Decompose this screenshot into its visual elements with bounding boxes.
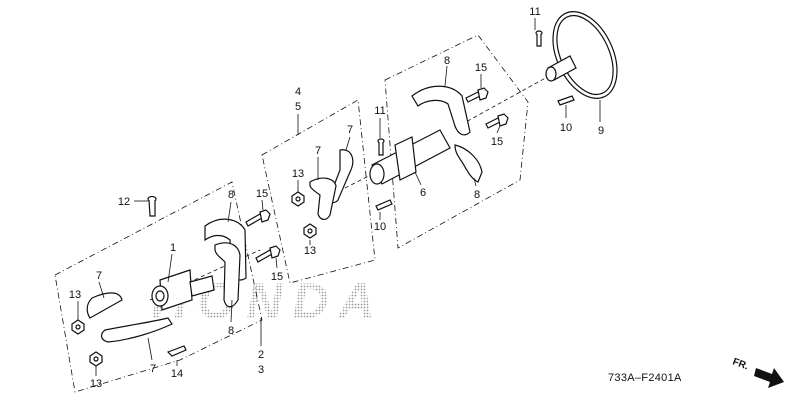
callout-3: 3 (258, 364, 264, 376)
callout-1: 1 (170, 242, 176, 254)
shaft-axis (149, 69, 561, 301)
pin-10-middle (375, 199, 393, 211)
callout-7-middle-upper: 7 (347, 124, 353, 136)
callout-2: 2 (258, 349, 264, 361)
callout-11-middle: 11 (374, 105, 385, 117)
middle-tine-box (261, 99, 376, 284)
pin-14 (166, 345, 187, 357)
callout-13-b: 13 (90, 378, 102, 390)
nut-13-a (71, 319, 85, 335)
callout-7-middle-lower: 7 (315, 145, 321, 157)
bolt-15-b (255, 245, 281, 263)
bolt-12 (147, 195, 157, 217)
tine-7-left-upper (86, 292, 123, 319)
nut-13-c (291, 191, 305, 207)
callout-5: 5 (295, 101, 301, 113)
bolt-15-c (465, 87, 489, 103)
callout-11-top: 11 (529, 6, 540, 18)
callout-14: 14 (171, 368, 183, 380)
callout-13-c: 13 (292, 168, 304, 180)
pin-10-right (557, 95, 575, 106)
callout-8-right-lower: 8 (474, 189, 480, 201)
callout-9: 9 (598, 125, 604, 137)
callout-15-right-lower: 15 (491, 136, 503, 148)
callout-8-right-upper: 8 (444, 55, 450, 67)
callout-8-left-upper: 8 (228, 189, 234, 201)
tine-shaft-6 (369, 129, 451, 185)
bolt-11-middle (377, 138, 385, 156)
bolt-15-a (245, 209, 271, 227)
tine-8-left-lower (214, 242, 241, 308)
tine-7-middle-lower (309, 177, 337, 220)
callout-12: 12 (118, 196, 130, 208)
tine-8-right-upper (411, 85, 471, 136)
nut-13-b (89, 351, 103, 367)
tine-8-right-lower (454, 144, 483, 183)
callout-10-middle: 10 (374, 221, 386, 233)
leader-lines (77, 18, 601, 376)
callout-15-left-upper: 15 (256, 188, 268, 200)
callout-6: 6 (420, 187, 426, 199)
callout-13-d: 13 (304, 245, 316, 257)
side-disc-plate-9 (545, 11, 618, 99)
direction-label: FR. (731, 356, 750, 372)
diagram-code: 733A–F2401A (608, 372, 682, 384)
callout-4: 4 (295, 86, 301, 98)
callout-13-a: 13 (69, 289, 81, 301)
callout-8-left-lower: 8 (228, 325, 234, 337)
front-direction-indicator: FR. (731, 356, 784, 388)
direction-arrow-icon (754, 368, 784, 388)
inner-tine-box-right (384, 34, 529, 249)
callout-7-left-upper: 7 (96, 270, 102, 282)
callout-15-right-upper: 15 (475, 62, 487, 74)
outer-tine-box-left (54, 181, 263, 393)
tine-7-left-lower (101, 317, 173, 343)
callout-10-right: 10 (560, 122, 572, 134)
bolt-15-d (485, 113, 509, 129)
bolt-11-top (535, 30, 543, 47)
callout-7-left-lower: 7 (150, 363, 156, 375)
nut-13-d (303, 223, 317, 239)
callout-15-left-lower: 15 (271, 271, 283, 283)
